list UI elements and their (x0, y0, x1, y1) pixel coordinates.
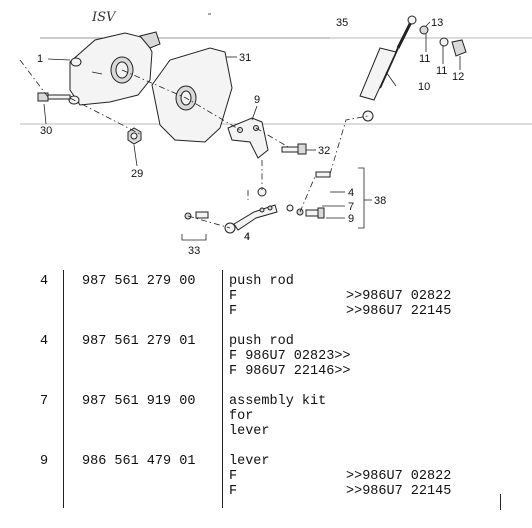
callout-29: 29 (131, 168, 143, 180)
description-line: push rod (229, 334, 294, 349)
description-line: push rod (229, 274, 294, 289)
description-line: F (229, 484, 238, 499)
exploded-parts-diagram: ISV (19, 10, 532, 257)
part-number: 987 561 279 01 (82, 334, 196, 349)
vin-range-note: >>986U7 22145 (346, 304, 452, 319)
description-line: lever (229, 424, 270, 439)
callout-32: 32 (318, 145, 330, 157)
part-1-bracket (68, 31, 161, 106)
part-32-bolt (281, 143, 307, 155)
description-line: assembly kit (229, 394, 327, 409)
part-number: 987 561 919 00 (82, 394, 196, 409)
description-line: F 986U7 02823>> (229, 349, 351, 364)
callout-10: 10 (418, 81, 430, 93)
callout-35: 35 (336, 17, 348, 29)
callout-13: 13 (431, 17, 443, 29)
parts-list-table: 4 987 561 279 00 push rod F >>986U7 0282… (0, 268, 532, 528)
vin-range-note: >>986U7 02822 (346, 289, 452, 304)
callout-4b: 4 (244, 231, 250, 243)
description-line: for (229, 409, 254, 424)
part-10-gas-strut (359, 15, 417, 122)
column-divider-right (222, 270, 223, 508)
position-number: 9 (40, 454, 49, 469)
callout-31: 31 (239, 52, 251, 64)
page-edge-mark (500, 494, 501, 510)
part-9-lever (227, 117, 269, 159)
description-line: F (229, 469, 238, 484)
part-31-cover-plate (151, 47, 233, 143)
callout-33: 33 (188, 245, 200, 257)
callout-7: 7 (348, 201, 354, 213)
parts-entry: 4 987 561 279 00 push rod F >>986U7 0282… (0, 274, 532, 322)
position-number: 4 (40, 274, 49, 289)
callout-11: 11 (419, 53, 430, 65)
part-number: 987 561 279 00 (82, 274, 196, 289)
parts-entry: 7 987 561 919 00 assembly kit for lever (0, 394, 532, 442)
description-line: F 986U7 22146>> (229, 364, 351, 379)
vin-range-note: >>986U7 02822 (346, 469, 452, 484)
part-number: 986 561 479 01 (82, 454, 196, 469)
corner-mark: ISV (91, 10, 117, 25)
position-number: 7 (40, 394, 49, 409)
part-13-11-12-fittings (419, 25, 467, 57)
callout-38: 38 (374, 195, 386, 207)
parts-entry: 9 986 561 479 01 lever F >>986U7 02822 F… (0, 454, 532, 502)
part-7-small-hardware (184, 171, 331, 220)
column-divider-left (63, 270, 64, 508)
callout-11b: 11 (436, 65, 447, 77)
description-line: lever (229, 454, 270, 469)
parts-entry: 4 987 561 279 01 push rod F 986U7 02823>… (0, 334, 532, 382)
vin-range-note: >>986U7 22145 (346, 484, 452, 499)
callout-12: 12 (452, 71, 464, 83)
description-line: F (229, 289, 238, 304)
callout-9: 9 (254, 94, 260, 106)
callout-4: 4 (348, 187, 354, 199)
position-number: 4 (40, 334, 49, 349)
part-30-bolt (37, 92, 71, 102)
callout-9b: 9 (348, 213, 354, 225)
part-4-push-rod (224, 204, 278, 234)
callout-1: 1 (37, 53, 43, 65)
description-line: F (229, 304, 238, 319)
part-29-nut (127, 127, 142, 145)
callout-30: 30 (40, 125, 52, 137)
